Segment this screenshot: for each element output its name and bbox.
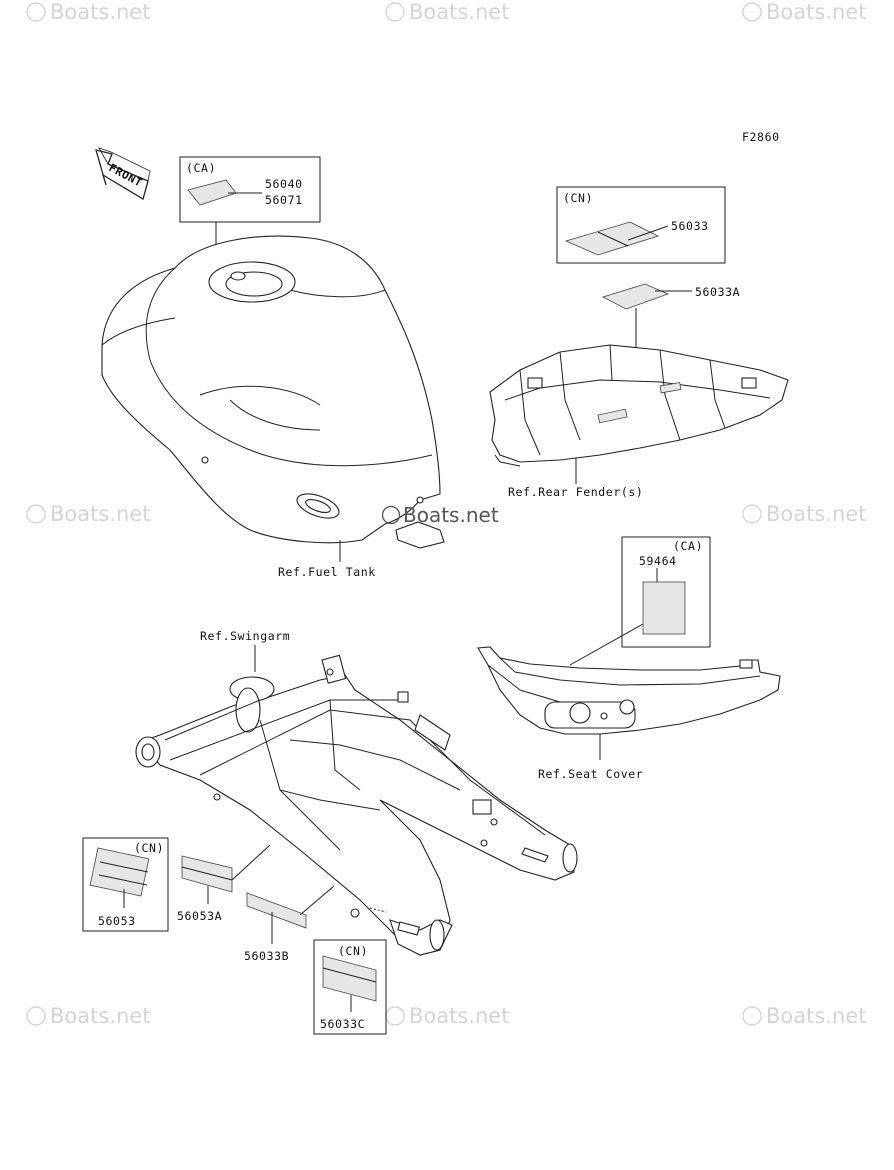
ref-fuel-tank-label: Ref.Fuel Tank (278, 565, 376, 579)
ref-seat-cover-label: Ref.Seat Cover (538, 767, 643, 781)
watermark-top-right: Boats.net (742, 0, 866, 24)
watermark-group: Boats.net Boats.net Boats.net Boats.net … (26, 0, 866, 1028)
fender-part-56033a: 56033A (695, 285, 740, 299)
swing-part-56053: 56053 (98, 914, 136, 928)
watermark-bottom-center: Boats.net (385, 1004, 509, 1028)
swing-label-callout: (CN) 56053 56053A 56033B (CN) 56033C (82, 837, 387, 1035)
watermark-text: Boats.net (409, 1004, 509, 1028)
watermark-bottom-left: Boats.net (26, 1004, 150, 1028)
fuel-tank (101, 235, 445, 562)
fender-label-callout: (CN) 56033 56033A (556, 186, 740, 365)
seat-part-59464: 59464 (639, 554, 677, 568)
tank-box-region: (CA) (186, 161, 216, 175)
watermark-center: Boats.net (403, 503, 499, 527)
swing-label-box (82, 837, 169, 932)
figure-code: F2860 (742, 130, 780, 144)
watermark-text: Boats.net (409, 0, 509, 24)
watermark-bottom-right: Boats.net (742, 1004, 866, 1028)
rear-fender (489, 344, 789, 484)
swing-box2-region: (CN) (338, 944, 368, 958)
swing-part-56053a: 56053A (177, 909, 222, 923)
watermark-text: Boats.net (766, 502, 866, 526)
ref-swingarm-label: Ref.Swingarm (200, 629, 290, 643)
swing-part-56033b: 56033B (244, 949, 289, 963)
watermark-mid-right: Boats.net (742, 502, 866, 526)
tank-part-56040: 56040 (265, 177, 303, 191)
fender-label-sticker-a (601, 283, 670, 310)
watermark-text: Boats.net (766, 0, 866, 24)
ref-rear-fender-label: Ref.Rear Fender(s) (508, 485, 643, 499)
swing-part-56033c: 56033C (320, 1017, 365, 1031)
watermark-text: Boats.net (766, 1004, 866, 1028)
swing-label-sticker-c (322, 955, 377, 1002)
seat-box-region: (CA) (673, 539, 703, 553)
seat-label-box (621, 536, 711, 648)
tank-label-box (179, 156, 321, 223)
watermark-center-icon (381, 505, 401, 525)
fender-box-region: (CN) (563, 191, 593, 205)
swingarm (135, 654, 578, 956)
seat-cover (477, 646, 781, 760)
fender-label-box (556, 186, 726, 264)
swing-box-region: (CN) (134, 841, 164, 855)
seat-label-sticker (642, 581, 686, 635)
watermark-top-center: Boats.net (385, 0, 509, 24)
front-arrow-icon: FRONT (95, 147, 151, 200)
fender-part-56033: 56033 (671, 219, 709, 233)
watermark-text: Boats.net (50, 0, 150, 24)
watermark-text: Boats.net (50, 1004, 150, 1028)
tank-part-56071: 56071 (265, 193, 303, 207)
watermark-mid-left: Boats.net (26, 502, 150, 526)
watermark-text: Boats.net (50, 502, 150, 526)
swing-label-box-2 (313, 939, 387, 1035)
swing-label-sticker-boxed (89, 847, 150, 897)
watermark-top-left: Boats.net (26, 0, 150, 24)
seat-label-callout: (CA) 59464 (569, 536, 711, 666)
swing-label-sticker-b (246, 892, 307, 929)
